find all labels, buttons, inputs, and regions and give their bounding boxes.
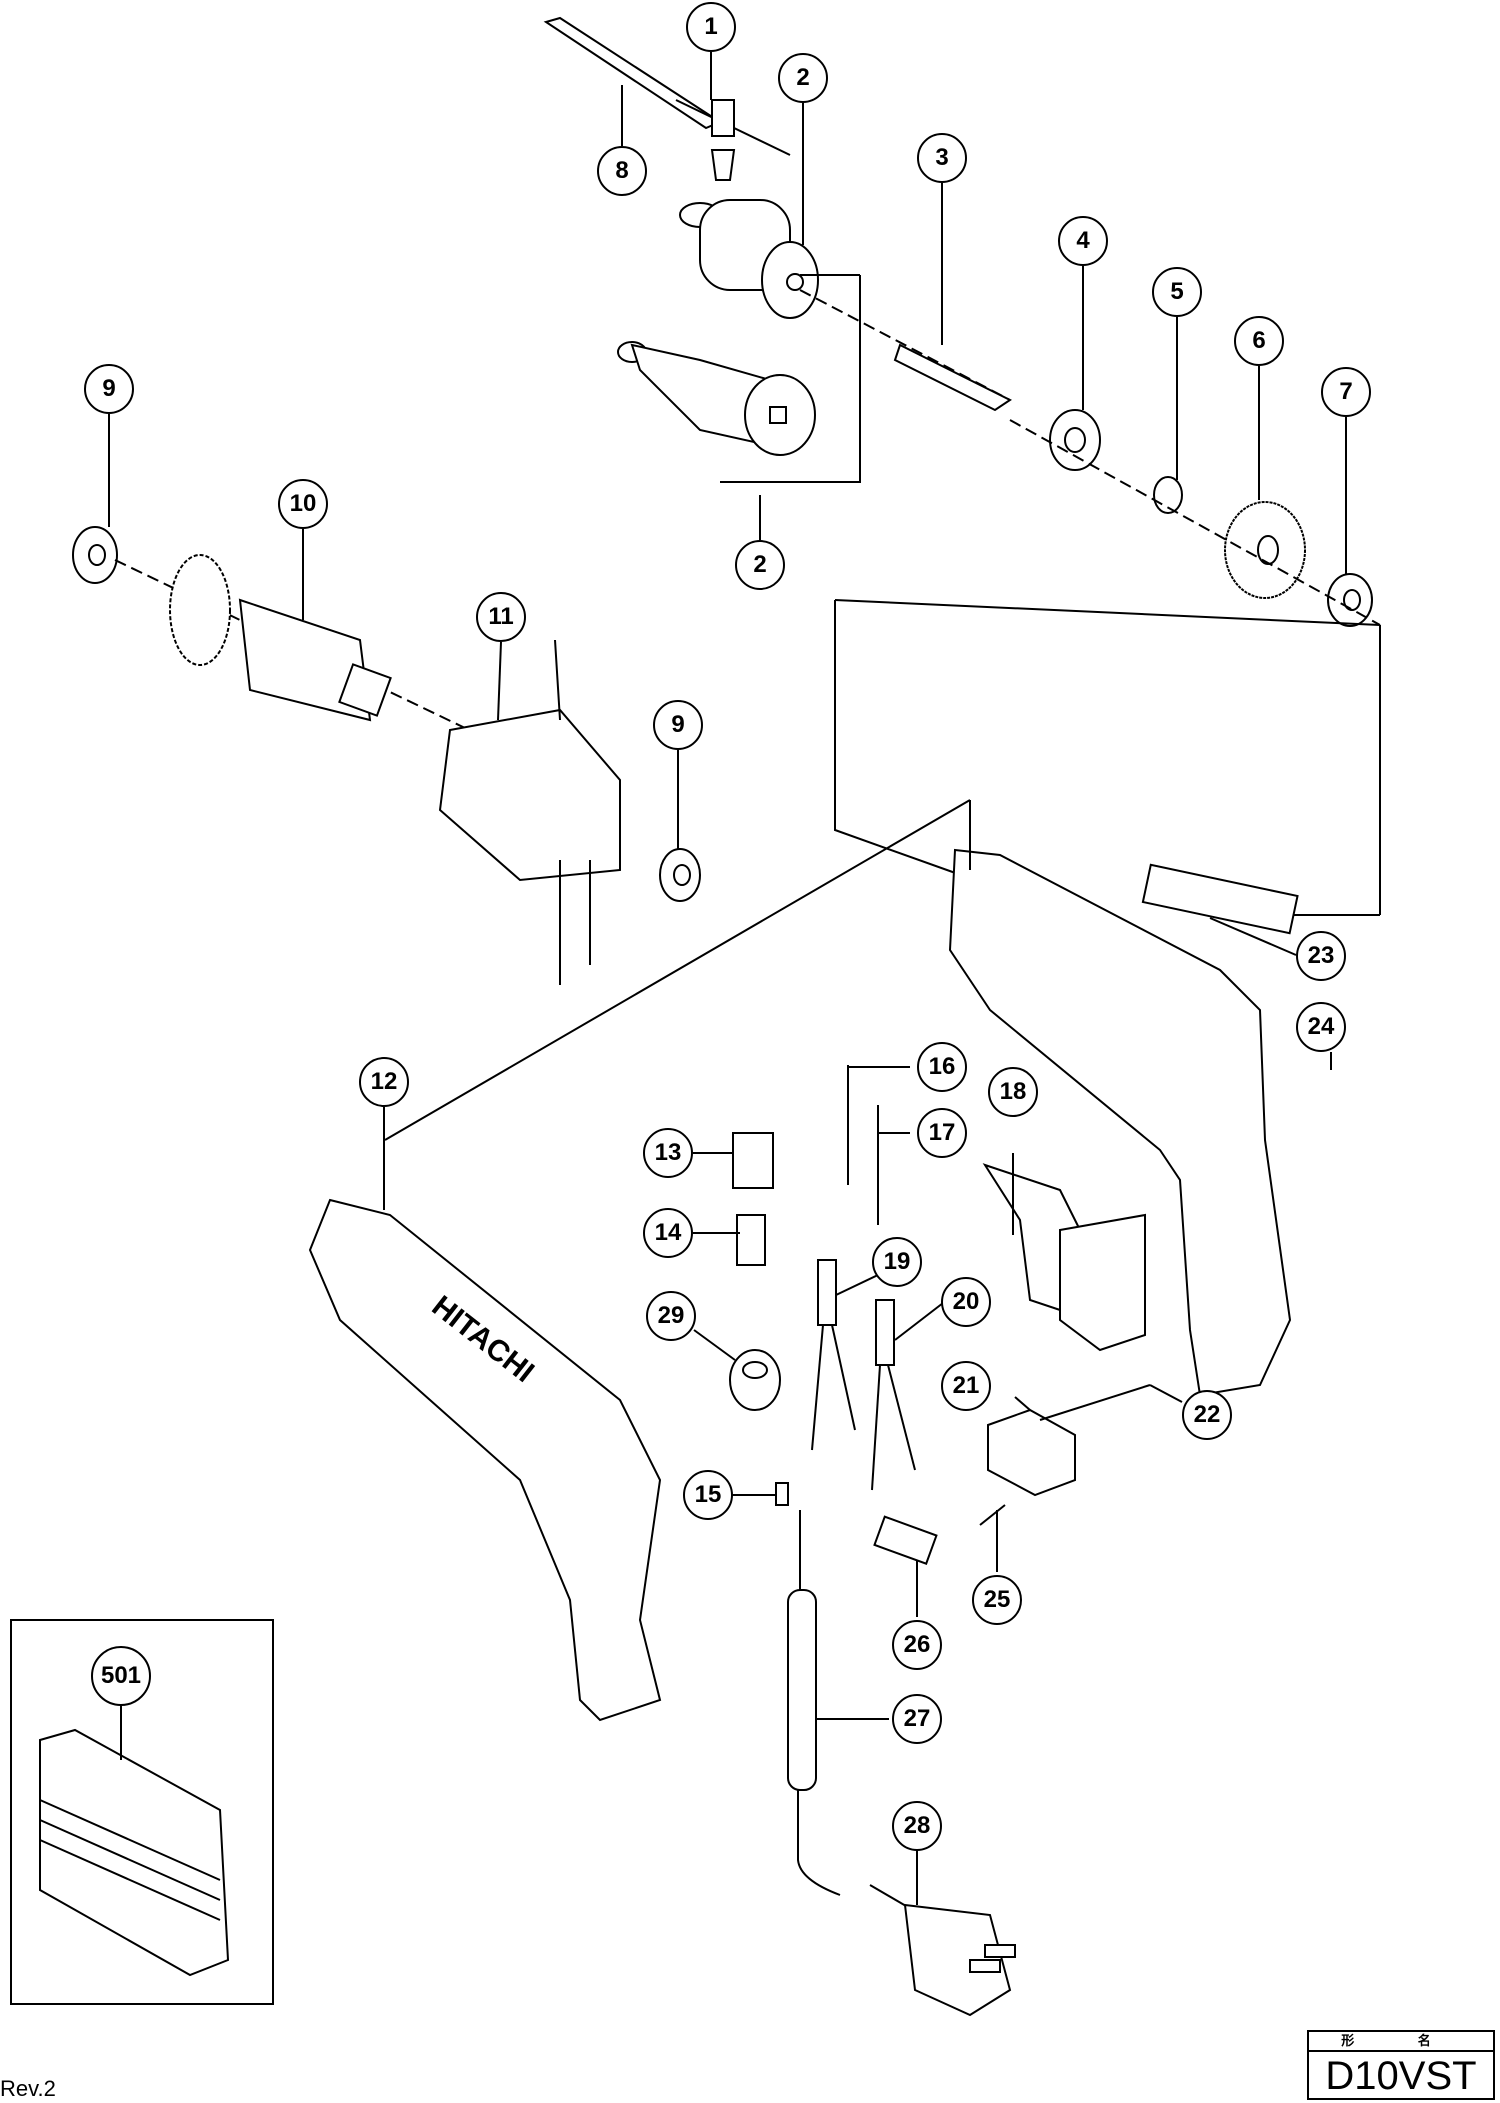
leader-lines (108, 52, 1347, 1905)
callout-12[interactable]: 12 (359, 1057, 409, 1107)
armature-part (169, 554, 392, 722)
name-plate-part (1141, 863, 1299, 935)
callout-9-right[interactable]: 9 (653, 700, 703, 750)
noise-suppressor-19-part (811, 1259, 856, 1451)
keyed-chuck-part (679, 199, 819, 319)
ball-bearing-9-part (72, 526, 118, 584)
carbon-brush-part (736, 1214, 766, 1266)
callout-13[interactable]: 13 (643, 1128, 693, 1178)
callout-14[interactable]: 14 (643, 1208, 693, 1258)
left-housing-part: HITACHI (308, 1198, 662, 1722)
callout-18[interactable]: 18 (988, 1067, 1038, 1117)
model-title-block: 形 名 D10VST (1307, 2030, 1495, 2100)
callout-7[interactable]: 7 (1321, 367, 1371, 417)
callout-19[interactable]: 19 (872, 1237, 922, 1287)
brush-holder-part (732, 1132, 774, 1189)
callout-26[interactable]: 26 (892, 1620, 942, 1670)
callout-29[interactable]: 29 (646, 1291, 696, 1341)
callout-15[interactable]: 15 (683, 1470, 733, 1520)
callout-1[interactable]: 1 (686, 2, 736, 52)
callout-5[interactable]: 5 (1152, 267, 1202, 317)
callout-21[interactable]: 21 (941, 1361, 991, 1411)
callout-4[interactable]: 4 (1058, 216, 1108, 266)
callout-22[interactable]: 22 (1182, 1390, 1232, 1440)
keyless-chuck-part (617, 341, 816, 456)
switch-part (982, 1163, 1146, 1352)
callout-25[interactable]: 25 (972, 1575, 1022, 1625)
callout-28[interactable]: 28 (892, 1801, 942, 1851)
plug-part (903, 1903, 1016, 2017)
tube-sleeve-part (775, 1482, 789, 1506)
callout-3[interactable]: 3 (917, 133, 967, 183)
right-housing-part (948, 848, 1292, 1397)
revision-label: Rev.2 (0, 2076, 56, 2101)
stator-part (438, 639, 621, 985)
tapping-screw-25-part (979, 1504, 1006, 1526)
ball-bearing-9b-part (659, 848, 701, 902)
model-header: 形 名 (1309, 2032, 1493, 2052)
cord-clip-part (873, 1515, 938, 1565)
spindle-part (893, 343, 1012, 412)
retaining-ring-part (1153, 476, 1183, 514)
callout-17[interactable]: 17 (917, 1108, 967, 1158)
callout-501[interactable]: 501 (91, 1646, 151, 1706)
callout-20[interactable]: 20 (941, 1277, 991, 1327)
callout-6[interactable]: 6 (1234, 316, 1284, 366)
callout-11[interactable]: 11 (476, 592, 526, 642)
callout-8[interactable]: 8 (597, 146, 647, 196)
callout-2-keyless-chuck[interactable]: 2 (735, 540, 785, 590)
accessory-box (10, 1619, 274, 2005)
gear-part (1224, 501, 1306, 599)
carrying-case-part (39, 1728, 230, 1977)
model-number: D10VST (1325, 2054, 1477, 2098)
callout-24[interactable]: 24 (1296, 1002, 1346, 1052)
noise-suppressor-20-part (871, 1299, 916, 1491)
callout-2-keyed-chuck[interactable]: 2 (778, 53, 828, 103)
ball-bearing-part (1049, 409, 1101, 471)
callout-10[interactable]: 10 (278, 479, 328, 529)
power-cord-part (787, 1510, 931, 1921)
callout-27[interactable]: 27 (892, 1694, 942, 1744)
callout-9-left[interactable]: 9 (84, 364, 134, 414)
callout-23[interactable]: 23 (1296, 931, 1346, 981)
ferrite-core-part (729, 1349, 781, 1411)
chuck-key-part (543, 16, 791, 181)
callout-16[interactable]: 16 (917, 1042, 967, 1092)
capacitor-part (987, 1408, 1076, 1497)
ball-bearing-7-part (1327, 573, 1373, 627)
